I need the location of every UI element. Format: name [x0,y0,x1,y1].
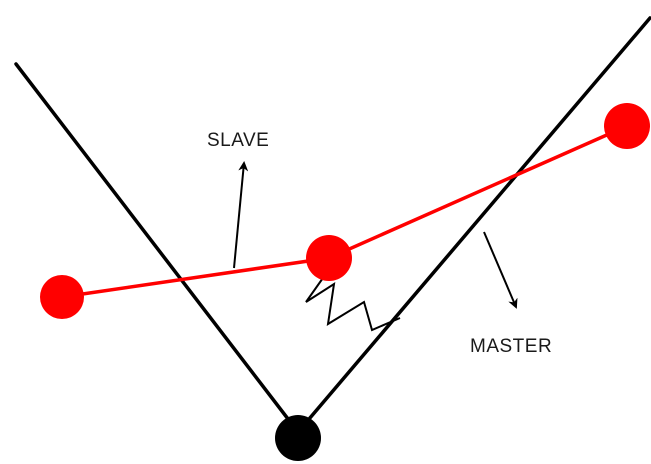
slave-node-left [40,275,84,319]
contact-spring [305,267,401,332]
slave-segment-right [327,124,629,260]
slave-node-right [604,103,650,149]
slave-node-middle [306,235,352,281]
slave-segment-left [60,256,331,299]
master-line-right [296,16,651,434]
slave-label: SLAVE [207,130,269,151]
master-label: MASTER [470,336,552,357]
master-line-left [14,62,300,434]
slave-arrow [233,161,249,269]
master-arrow [483,231,518,309]
pivot-node [275,415,321,461]
